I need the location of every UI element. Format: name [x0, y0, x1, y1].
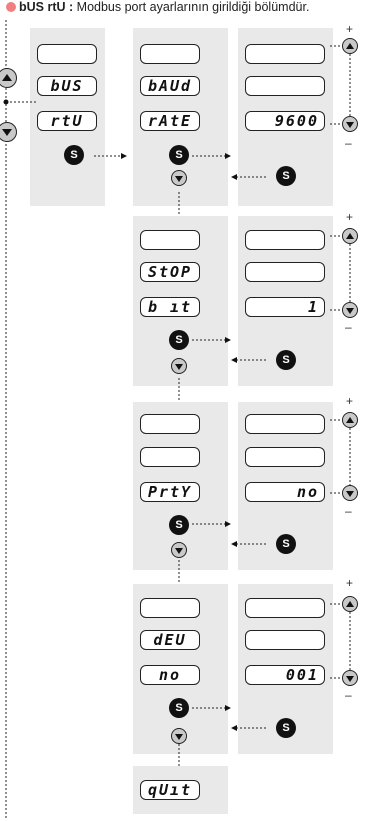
parity-display-prty: PrtY [140, 482, 200, 502]
down-arrow-icon [175, 363, 183, 370]
stop-plus-label: + [346, 210, 354, 224]
stop-display-bit: b ıt [140, 297, 200, 317]
device-down-button[interactable] [171, 728, 187, 744]
stop-value-blank-1 [245, 230, 325, 250]
baud-value-down-button[interactable] [342, 116, 358, 132]
stop-value-display: 1 [245, 297, 325, 317]
baud-value-blank-2 [245, 76, 325, 96]
baud-down-button[interactable] [171, 170, 187, 186]
down-arrow-icon [175, 175, 183, 182]
device-plus-label: + [346, 576, 354, 590]
stop-display-stop: StOP [140, 262, 200, 282]
down-arrow-icon [175, 733, 183, 740]
stop-value-up-button[interactable] [342, 228, 358, 244]
device-value-up-button[interactable] [342, 596, 358, 612]
baud-s-button[interactable]: S [169, 145, 189, 165]
header-description: Modbus port ayarlarının girildiği bölümd… [76, 0, 310, 14]
up-arrow-icon [346, 232, 354, 239]
parity-minus-label: – [345, 504, 352, 518]
parity-s-button[interactable]: S [169, 515, 189, 535]
baud-value-blank-1 [245, 44, 325, 64]
parity-plus-label: + [346, 394, 354, 408]
baud-value-display: 9600 [245, 111, 325, 131]
down-arrow-icon [346, 121, 354, 128]
baud-display-baud: bAUd [140, 76, 200, 96]
parity-display-blank-1 [140, 414, 200, 434]
parity-down-button[interactable] [171, 542, 187, 558]
stop-display-blank [140, 230, 200, 250]
stop-s-button[interactable]: S [169, 330, 189, 350]
quit-display: qUıt [140, 780, 200, 800]
baud-display-rate: rAtE [140, 111, 200, 131]
stop-down-button[interactable] [171, 358, 187, 374]
down-arrow-icon [346, 675, 354, 682]
stop-value-s-button[interactable]: S [276, 350, 296, 370]
parity-value-blank-2 [245, 447, 325, 467]
stop-minus-label: – [345, 320, 352, 334]
bullet-icon [6, 2, 16, 12]
baud-value-s-button[interactable]: S [276, 166, 296, 186]
down-arrow-icon [2, 129, 12, 136]
parity-display-blank-2 [140, 447, 200, 467]
device-value-blank-2 [245, 630, 325, 650]
menu-display-bus: bUS [37, 76, 97, 96]
stop-value-blank-2 [245, 262, 325, 282]
device-value-display: 001 [245, 665, 325, 685]
up-arrow-icon [346, 416, 354, 423]
parity-value-s-button[interactable]: S [276, 534, 296, 554]
device-display-dev: dEU [140, 630, 200, 650]
up-arrow-icon [2, 74, 12, 81]
header-title: bUS rtU : Modbus port ayarlarının girild… [6, 0, 309, 14]
device-s-button[interactable]: S [169, 698, 189, 718]
baud-minus-label: – [345, 136, 352, 150]
parity-value-display: no [245, 482, 325, 502]
menu-up-button[interactable] [0, 68, 17, 88]
stop-value-down-button[interactable] [342, 302, 358, 318]
header-term: bUS rtU : [19, 0, 74, 14]
menu-down-button[interactable] [0, 122, 17, 142]
down-arrow-icon [346, 490, 354, 497]
device-minus-label: – [345, 688, 352, 702]
baud-display-blank [140, 44, 200, 64]
device-value-blank-1 [245, 598, 325, 618]
down-arrow-icon [175, 547, 183, 554]
up-arrow-icon [346, 42, 354, 49]
parity-value-up-button[interactable] [342, 412, 358, 428]
device-value-down-button[interactable] [342, 670, 358, 686]
parity-value-blank-1 [245, 414, 325, 434]
parity-value-down-button[interactable] [342, 485, 358, 501]
menu-display-rtu: rtU [37, 111, 97, 131]
down-arrow-icon [346, 307, 354, 314]
device-value-s-button[interactable]: S [276, 718, 296, 738]
menu-s-button[interactable]: S [64, 145, 84, 165]
up-arrow-icon [346, 600, 354, 607]
device-display-no: no [140, 665, 200, 685]
menu-display-blank [37, 44, 97, 64]
baud-plus-label: + [346, 22, 354, 36]
baud-value-up-button[interactable] [342, 38, 358, 54]
device-display-blank [140, 598, 200, 618]
